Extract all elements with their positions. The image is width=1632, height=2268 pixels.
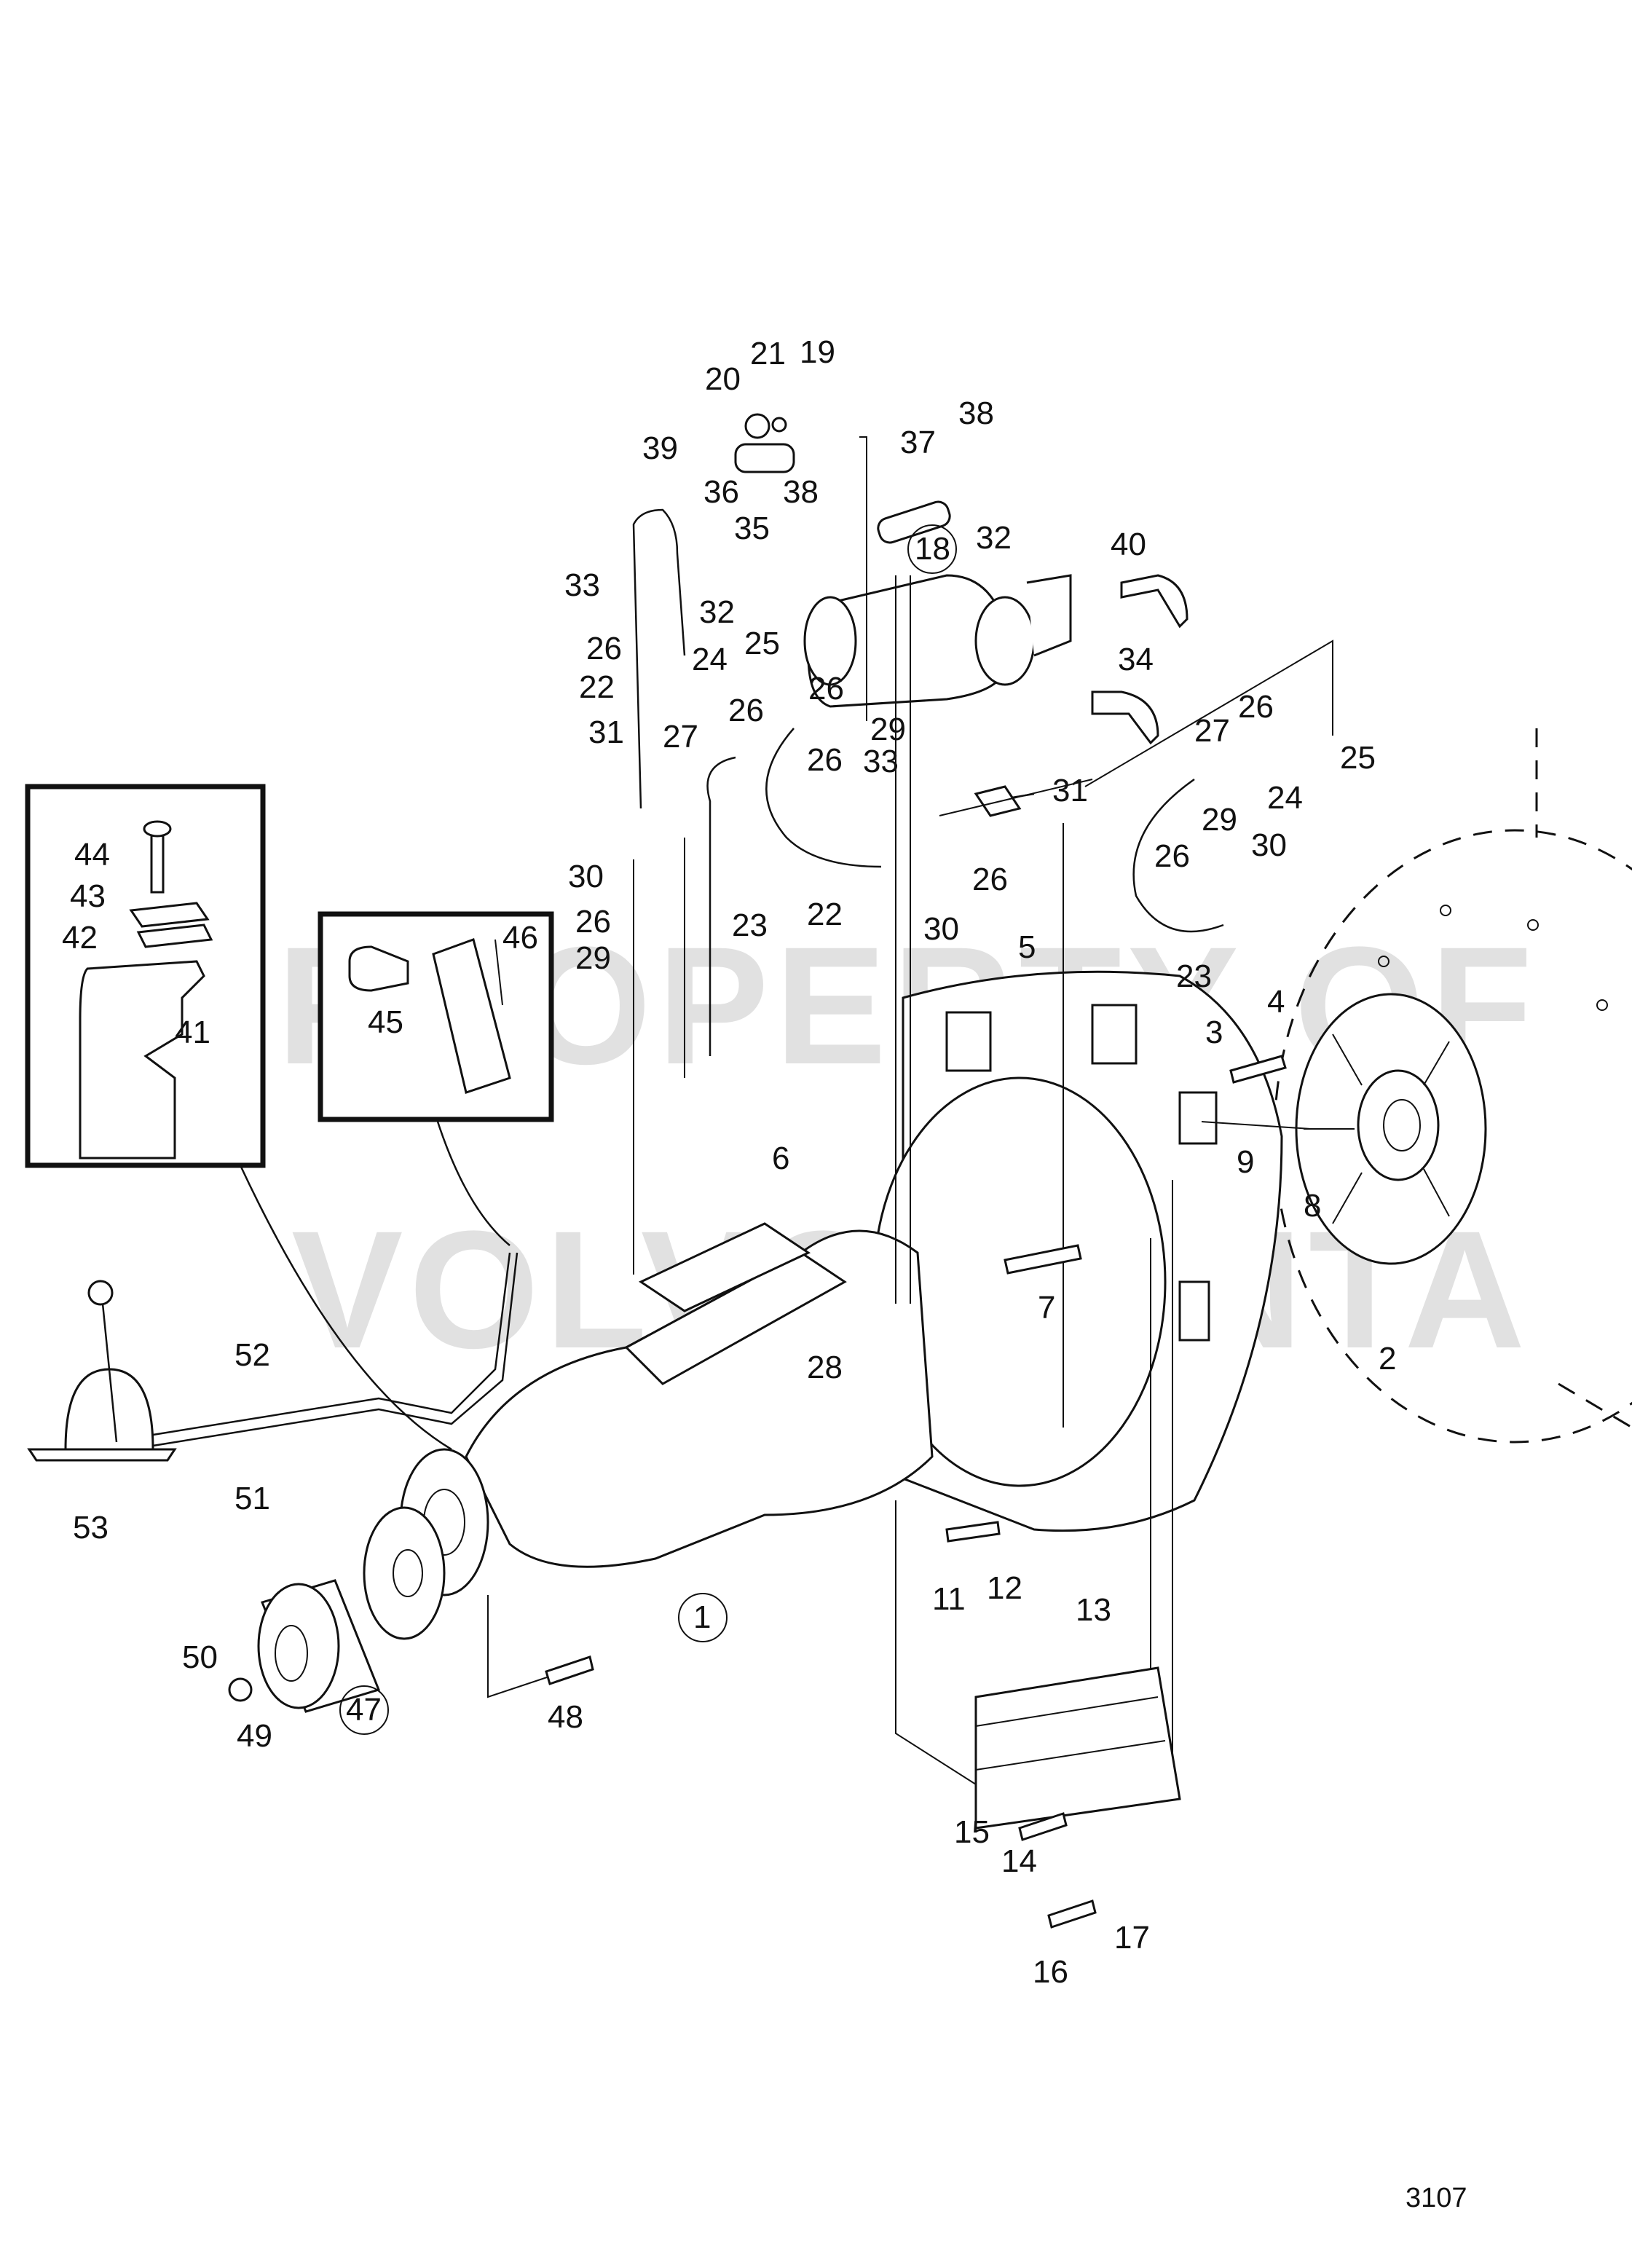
callout-19: 19 <box>800 334 835 370</box>
callout-26c: 26 <box>807 742 843 778</box>
callout-labels: 1 2 3 4 5 6 7 8 9 11 12 13 14 15 16 17 1… <box>62 334 1396 1990</box>
callout-13: 13 <box>1076 1592 1111 1628</box>
fork-detail-box <box>318 911 554 1122</box>
callout-29a: 29 <box>575 940 611 976</box>
callout-33a: 33 <box>564 567 600 603</box>
callout-32b: 32 <box>976 520 1012 556</box>
callout-17: 17 <box>1114 1920 1150 1956</box>
callout-32a: 32 <box>699 594 735 630</box>
callout-26h: 26 <box>728 693 764 728</box>
callout-30b: 30 <box>923 911 959 947</box>
output-flange <box>257 1506 446 1713</box>
callout-39: 39 <box>642 430 678 466</box>
cooler-fittings <box>734 443 1188 817</box>
callout-47: 47 <box>346 1692 382 1728</box>
callout-26b: 26 <box>808 671 844 706</box>
oil-cooler <box>803 574 1072 708</box>
callout-52: 52 <box>234 1337 270 1373</box>
callout-38a: 38 <box>958 395 994 431</box>
callout-3: 3 <box>1205 1015 1223 1050</box>
callout-1: 1 <box>693 1599 711 1635</box>
callout-26e: 26 <box>575 904 611 940</box>
callout-9: 9 <box>1237 1144 1254 1180</box>
callout-45: 45 <box>368 1004 403 1040</box>
callout-44: 44 <box>74 837 110 873</box>
engine-flywheel-outline <box>1273 728 1632 1444</box>
callout-8: 8 <box>1304 1188 1321 1224</box>
callout-27b: 27 <box>1194 713 1230 749</box>
callout-23a: 23 <box>732 907 768 943</box>
callout-35: 35 <box>734 511 770 546</box>
callout-24b: 24 <box>1267 780 1303 816</box>
callout-16: 16 <box>1033 1954 1068 1990</box>
callout-31a: 31 <box>588 714 624 750</box>
callout-4: 4 <box>1267 984 1285 1020</box>
gearbox-body <box>399 1222 934 1596</box>
callout-40: 40 <box>1111 527 1146 562</box>
callout-34: 34 <box>1118 642 1154 677</box>
callout-37: 37 <box>900 425 936 460</box>
callout-26d: 26 <box>1238 689 1274 725</box>
callout-38b: 38 <box>783 474 819 510</box>
callout-53: 53 <box>73 1510 109 1546</box>
callout-11: 11 <box>932 1581 966 1617</box>
callout-50: 50 <box>182 1639 218 1675</box>
callout-25b: 25 <box>1340 740 1376 776</box>
mounting-bracket <box>974 1666 1181 1830</box>
callout-46: 46 <box>502 920 538 956</box>
callout-30c: 30 <box>1251 827 1287 863</box>
callout-6: 6 <box>772 1141 789 1176</box>
callout-28: 28 <box>807 1350 843 1385</box>
callout-42: 42 <box>62 920 98 956</box>
callout-15: 15 <box>954 1814 990 1850</box>
callout-30a: 30 <box>568 859 604 894</box>
callout-27a: 27 <box>663 719 698 755</box>
callout-21: 21 <box>750 336 786 371</box>
fork-leader <box>435 1119 511 1246</box>
callout-26f: 26 <box>972 862 1008 897</box>
figure-number: 3107 <box>1406 2183 1467 2213</box>
fasteners <box>228 413 1287 1929</box>
bracket-leader <box>239 1165 452 1451</box>
callout-2: 2 <box>1379 1341 1396 1377</box>
callout-31b: 31 <box>1052 773 1088 808</box>
callout-5: 5 <box>1018 929 1036 965</box>
callout-23b: 23 <box>1176 958 1212 994</box>
callout-20: 20 <box>705 361 741 397</box>
callout-18: 18 <box>915 531 950 567</box>
callout-36: 36 <box>703 474 739 510</box>
callout-49: 49 <box>237 1718 272 1754</box>
callout-43: 43 <box>70 878 106 914</box>
callout-12: 12 <box>987 1570 1022 1606</box>
bracket-detail-box <box>25 784 266 1168</box>
callout-26a: 26 <box>586 631 622 666</box>
callout-26g: 26 <box>1154 838 1190 874</box>
callout-25a: 25 <box>744 626 780 661</box>
callout-29c: 29 <box>1202 802 1237 838</box>
callout-7: 7 <box>1038 1290 1055 1326</box>
callout-24a: 24 <box>692 642 728 677</box>
callout-22a: 22 <box>579 669 615 705</box>
clutch-disc <box>1295 993 1487 1265</box>
oil-hoses <box>632 508 1224 1056</box>
callout-22b: 22 <box>807 897 843 932</box>
flywheel-housing <box>872 970 1283 1532</box>
callout-51: 51 <box>234 1481 270 1516</box>
control-lever <box>27 1252 519 1462</box>
callout-33b: 33 <box>863 744 899 779</box>
callout-48: 48 <box>548 1699 583 1735</box>
callout-41: 41 <box>175 1015 210 1050</box>
callout-14: 14 <box>1001 1843 1037 1879</box>
callout-29b: 29 <box>870 712 906 747</box>
